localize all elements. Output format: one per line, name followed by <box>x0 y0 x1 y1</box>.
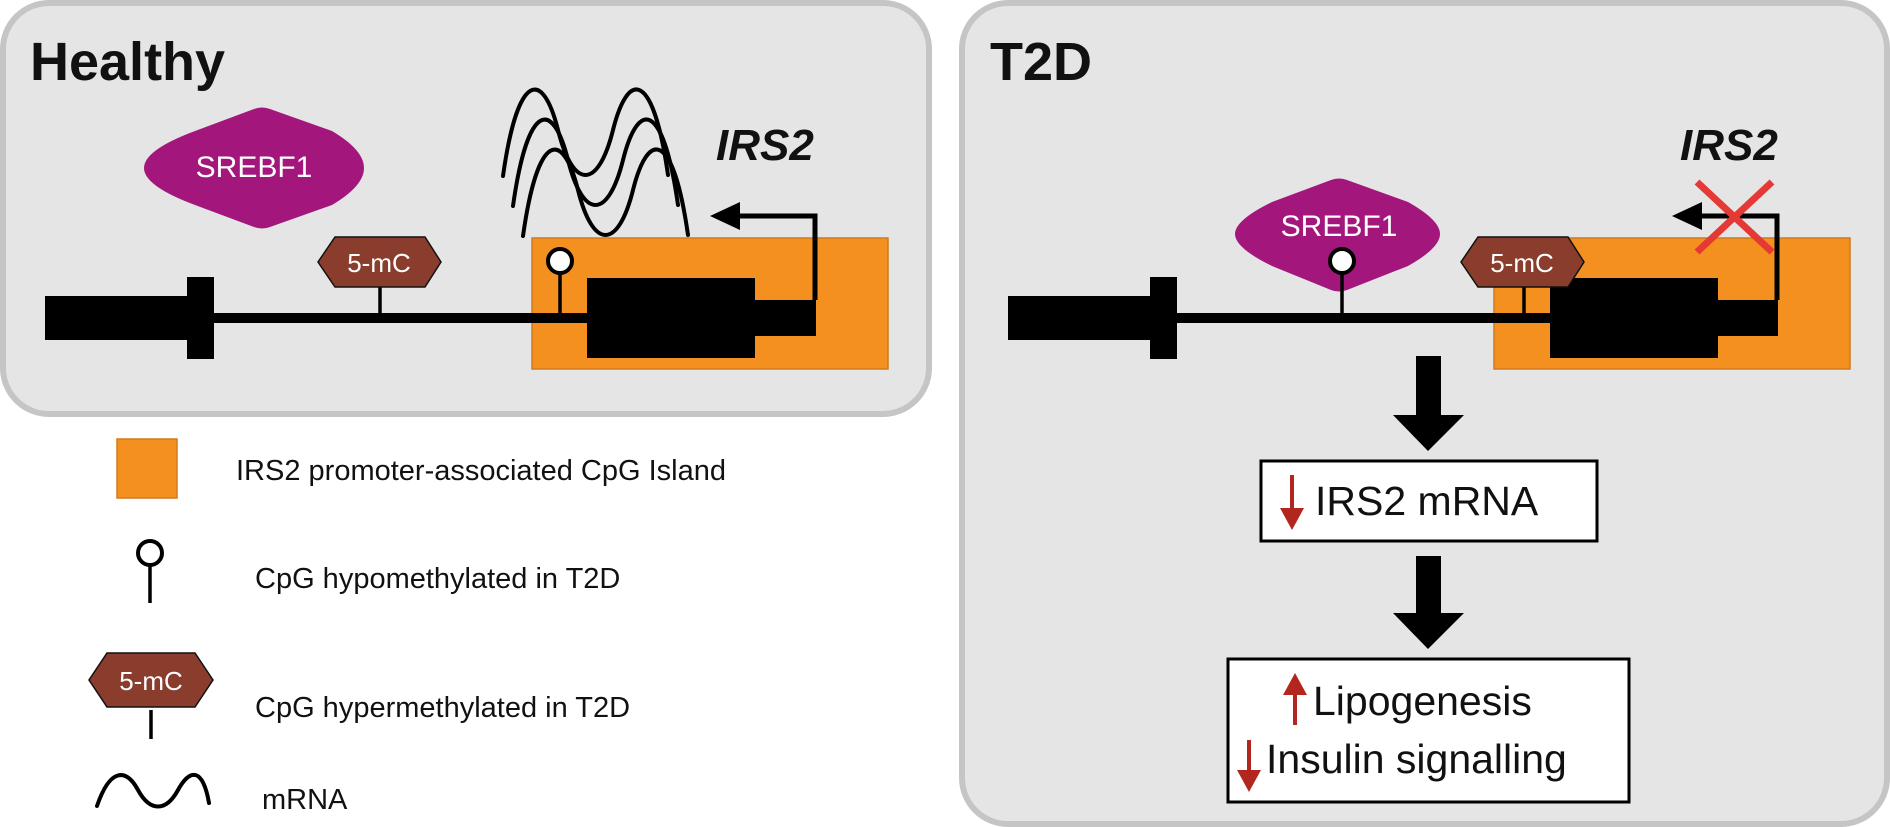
healthy-hypomethylated-cpg-icon <box>546 247 574 318</box>
mrna-down-arrow-icon <box>1280 475 1304 530</box>
healthy-gene-structure <box>45 277 816 359</box>
irs2-mrna-box: IRS2 mRNA <box>1259 459 1599 543</box>
healthy-panel-title: Healthy <box>30 32 225 92</box>
healthy-transcription-arrowhead-icon <box>710 202 740 230</box>
t2d-srebf1-protein: SREBF1 <box>1235 178 1440 292</box>
legend-item-mrna: mRNA <box>95 772 348 816</box>
t2d-hypomethylated-cpg-icon <box>1328 247 1356 318</box>
hypermethylated-cpg-icon <box>88 652 214 708</box>
healthy-hypermethylated-cpg-icon: 5-mC <box>317 236 442 318</box>
legend-5mc-symbol-label: 5-mC <box>119 666 183 696</box>
hypomethylated-cpg-icon <box>136 539 164 567</box>
flow-down-arrow-1-icon <box>1393 356 1464 451</box>
legend-item-cpg-island: IRS2 promoter-associated CpG Island <box>116 438 726 499</box>
healthy-gene-label: IRS2 <box>716 121 814 170</box>
insulin-signalling-label: Insulin signalling <box>1266 736 1567 782</box>
t2d-srebf1-label: SREBF1 <box>1281 210 1398 243</box>
lipogenesis-up-arrow-icon <box>1283 673 1307 725</box>
mrna-wave-icon <box>95 772 211 809</box>
legend-hypomethylated-label: CpG hypomethylated in T2D <box>255 563 620 595</box>
t2d-panel: T2D SREBF1 5-mC <box>959 0 1890 827</box>
legend: IRS2 promoter-associated CpG Island CpG … <box>88 438 726 816</box>
legend-mrna-label: mRNA <box>262 784 348 816</box>
healthy-srebf1-protein: SREBF1 <box>144 107 364 229</box>
t2d-gene-label: IRS2 <box>1680 121 1778 170</box>
lipogenesis-label: Lipogenesis <box>1313 678 1532 724</box>
t2d-5mc-label: 5-mC <box>1490 248 1554 278</box>
flow-down-arrow-2-icon <box>1393 556 1464 649</box>
cpg-island-swatch-icon <box>116 438 178 499</box>
healthy-5mc-label: 5-mC <box>347 248 411 278</box>
irs2-mrna-label: IRS2 mRNA <box>1315 478 1539 524</box>
legend-hypermethylated-label: CpG hypermethylated in T2D <box>255 692 630 724</box>
healthy-srebf1-label: SREBF1 <box>196 151 313 184</box>
t2d-panel-title: T2D <box>990 32 1092 92</box>
t2d-hypermethylated-cpg-icon: 5-mC <box>1460 236 1585 318</box>
metabolic-outcome-box: Lipogenesis Insulin signalling <box>1226 657 1631 804</box>
legend-item-hypomethylated: CpG hypomethylated in T2D <box>136 539 620 603</box>
t2d-gene-structure <box>1008 277 1778 359</box>
legend-item-hypermethylated: 5-mC CpG hypermethylated in T2D <box>88 652 630 739</box>
t2d-blocked-x-mark-icon <box>1694 179 1775 255</box>
healthy-transcription-arrow-icon <box>740 213 818 300</box>
t2d-transcription-arrowhead-icon <box>1672 202 1702 230</box>
legend-cpg-island-label: IRS2 promoter-associated CpG Island <box>236 455 726 487</box>
t2d-transcription-arrow-icon <box>1702 213 1780 300</box>
healthy-panel: Healthy IRS2 SREBF1 <box>0 0 932 417</box>
insulin-down-arrow-icon <box>1237 740 1261 792</box>
healthy-mrna-icon <box>501 87 690 238</box>
